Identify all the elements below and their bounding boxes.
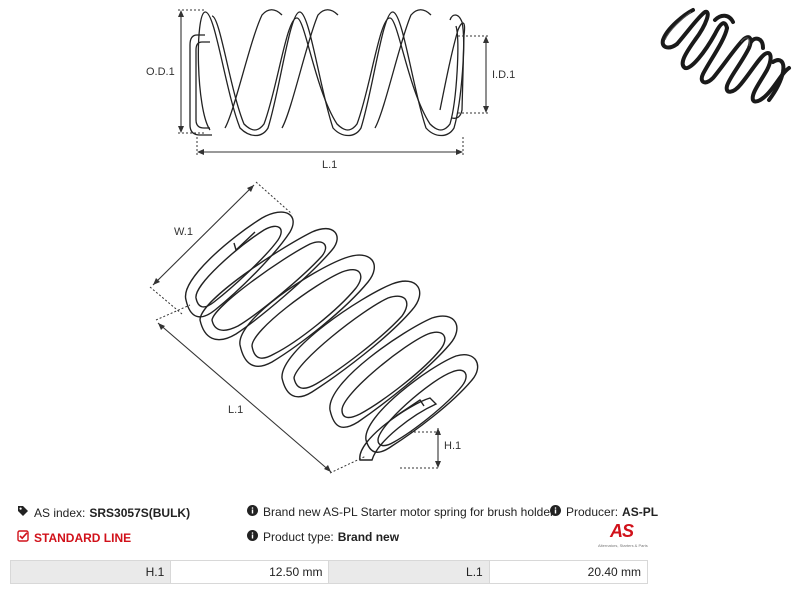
description-row: Brand new AS-PL Starter motor spring for… [247,505,554,519]
standard-line-badge: STANDARD LINE [17,530,131,545]
spring-iso-view [184,211,479,461]
technical-drawing: O.D.1 I.D.1 L.1 [146,8,791,474]
as-index: AS index: SRS3057S(BULK) [17,505,190,520]
length-bottom-label: L.1 [228,404,243,416]
spec-value: 20.40 mm [488,560,649,584]
as-index-label: AS index: [34,505,86,520]
height-label: H.1 [444,440,461,452]
width-label: W.1 [174,226,193,238]
product-type-row: Product type: Brand new [247,530,399,544]
info-icon [247,530,258,544]
spec-label: H.1 [9,560,172,584]
description-text: Brand new AS-PL Starter motor spring for… [263,505,555,519]
as-index-value: SRS3057S(BULK) [89,505,191,520]
product-type-label: Product type: [263,530,334,544]
tag-icon [17,505,29,520]
standard-line-text: STANDARD LINE [34,530,132,545]
check-square-icon [17,530,29,545]
info-icon [550,505,561,519]
product-photo [660,8,791,104]
length-top-label: L.1 [322,159,337,171]
logo-tagline: Alternators, Starters & Parts [598,543,648,548]
spec-table: H.1 12.50 mm L.1 20.40 mm [9,560,649,584]
od-label: O.D.1 [146,66,175,78]
spec-label: L.1 [328,560,490,584]
product-type-value: Brand new [337,530,400,544]
producer-label: Producer: [566,505,619,519]
logo-mark: AS [610,521,634,541]
id-label: I.D.1 [492,69,515,81]
info-icon [247,505,258,519]
producer-row: Producer: AS-PL [550,505,658,519]
as-logo: AS Alternators, Starters & Parts [598,521,650,551]
spec-value: 12.50 mm [170,560,330,584]
spring-side-view: O.D.1 I.D.1 L.1 [146,9,515,474]
table-row: H.1 12.50 mm L.1 20.40 mm [9,560,649,584]
producer-value: AS-PL [622,505,659,519]
